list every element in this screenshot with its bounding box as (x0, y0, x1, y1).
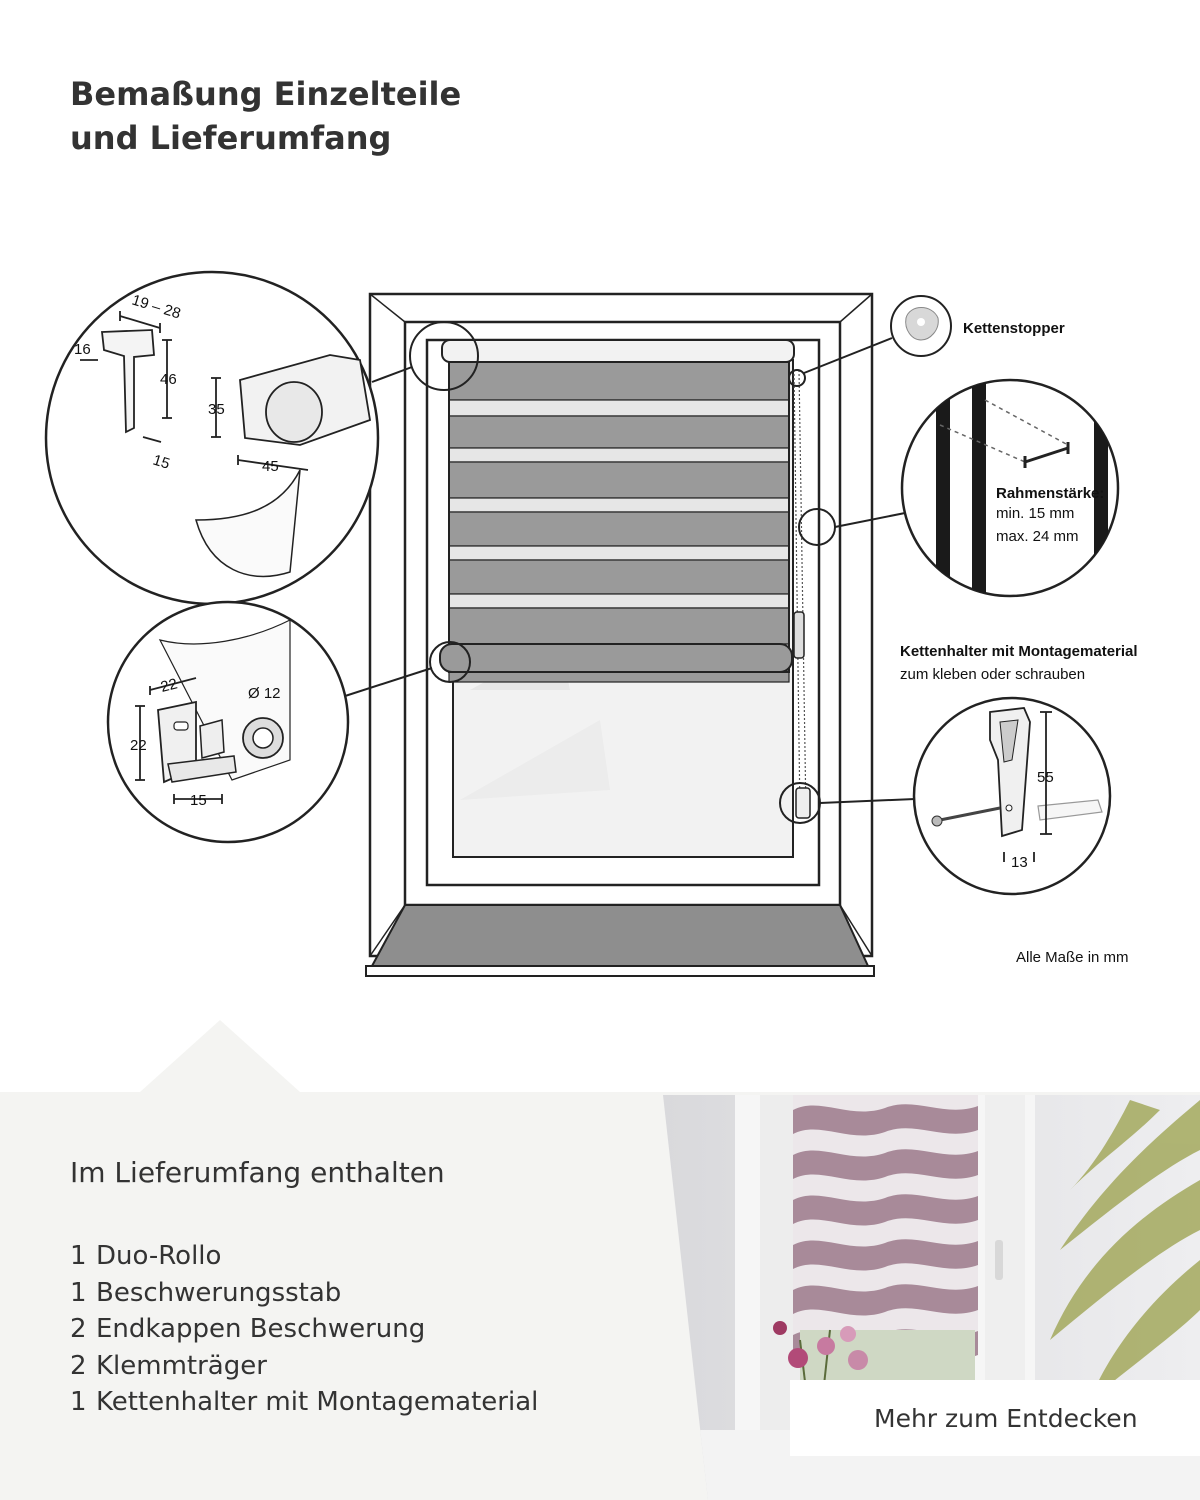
included-item: 1 Beschwerungsstab (70, 1275, 538, 1312)
frame-thickness-max: max. 24 mm (996, 528, 1079, 545)
blind-opaque-band (448, 461, 790, 499)
section-notch (140, 1020, 300, 1092)
included-item-label: Duo-Rollo (96, 1241, 222, 1271)
included-item: 2 Klemmträger (70, 1348, 538, 1385)
blind-sheer-band (448, 497, 790, 513)
included-item: 1 Kettenhalter mit Montagematerial (70, 1384, 538, 1421)
blind-opaque-band (448, 361, 790, 401)
cap-height-label: 35 (208, 401, 225, 418)
blind-fabric-stripes (448, 361, 790, 683)
discover-more-button[interactable]: Mehr zum Entdecken (790, 1380, 1200, 1456)
included-item-label: Kettenhalter mit Montagematerial (96, 1387, 539, 1417)
blind-sheer-band (448, 399, 790, 417)
included-heading: Im Lieferumfang enthalten (70, 1156, 445, 1189)
chain-holder-title: Kettenhalter mit Montagematerial (900, 643, 1138, 660)
blind-sheer-band (448, 447, 790, 463)
endcap-width-label: 22 (159, 675, 179, 696)
included-item-qty: 2 (70, 1350, 87, 1381)
blind-sheer-band (448, 545, 790, 561)
callout-bracket-detail: 19 – 28 16 46 15 35 45 (44, 270, 380, 606)
blind-opaque-band (448, 511, 790, 547)
included-item-qty: 1 (70, 1241, 87, 1271)
cap-width-label: 45 (262, 458, 279, 475)
page-title-line-1: Bemaßung Einzelteile (70, 75, 462, 113)
bracket-depth-label: 16 (74, 341, 91, 358)
chain-holder-height-label: 55 (1037, 769, 1054, 786)
included-item: 1 Duo-Rollo (70, 1238, 538, 1275)
included-item-qty: 2 (70, 1314, 87, 1344)
bracket-height-label: 46 (160, 371, 177, 388)
chain-holder-subtitle: zum kleben oder schrauben (900, 666, 1085, 683)
blind-opaque-band (448, 607, 790, 645)
callout-endcap-detail: 22 22 15 Ø 12 (106, 600, 350, 844)
callout-chain-holder: Kettenhalter mit Montagematerial zum kle… (900, 643, 1138, 896)
page-title-line-2: und Lieferumfang (70, 119, 392, 157)
blind-sheer-band (448, 593, 790, 609)
frame-thickness-min: min. 15 mm (996, 505, 1074, 522)
included-item-label: Endkappen Beschwerung (96, 1314, 426, 1344)
included-item-qty: 1 (70, 1387, 87, 1417)
callout-frame-thickness: Rahmenstärke: min. 15 mm max. 24 mm (900, 378, 1120, 598)
blind-opaque-band (448, 415, 790, 449)
leader-markers (341, 321, 916, 824)
units-note: Alle Maße in mm (1016, 949, 1129, 966)
frame-thickness-label: Rahmenstärke: (996, 485, 1104, 502)
endcap-height-label: 22 (130, 737, 147, 754)
blind-opaque-band (448, 559, 790, 595)
endcap-base-label: 15 (190, 792, 207, 809)
included-item-label: Klemmträger (96, 1350, 267, 1381)
chain-holder-width-label: 13 (1011, 854, 1028, 871)
included-item: 2 Endkappen Beschwerung (70, 1311, 538, 1348)
duo-blind (439, 339, 811, 819)
endcap-diameter-label: Ø 12 (248, 685, 281, 702)
page-title: Bemaßung Einzelteile und Lieferumfang (70, 72, 461, 160)
callout-chain-stopper: Kettenstopper (890, 295, 1065, 357)
window-sill (370, 904, 870, 967)
bracket-foot-label: 15 (151, 452, 172, 473)
dimension-diagram: 19 – 28 16 46 15 35 45 22 22 15 Ø 12 Ket… (44, 270, 1138, 977)
included-item-label: Beschwerungsstab (96, 1277, 342, 1308)
included-item-qty: 1 (70, 1277, 87, 1308)
chain-stopper-label: Kettenstopper (963, 320, 1065, 337)
